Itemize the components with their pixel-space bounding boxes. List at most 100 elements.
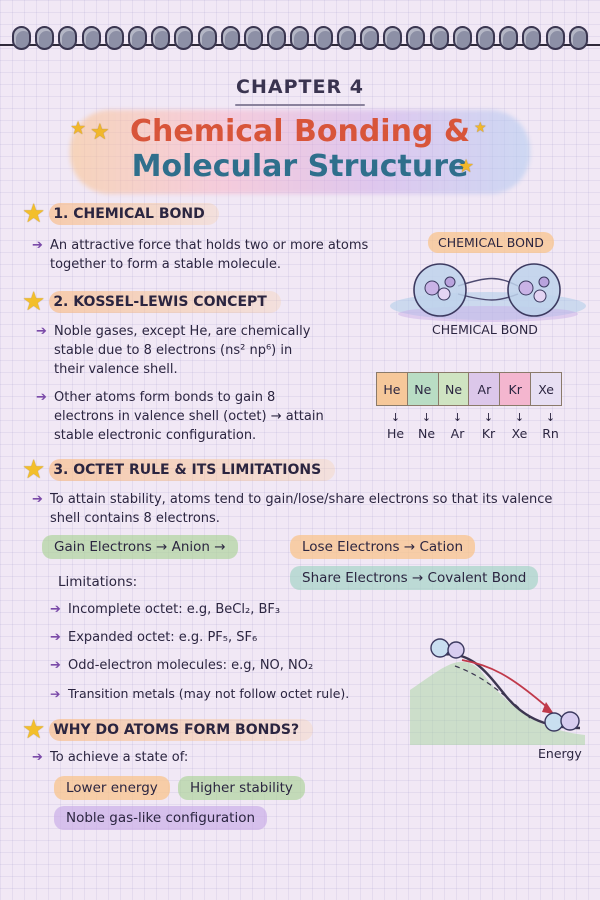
arrow-right-icon: ➔ xyxy=(32,238,43,253)
energy-curve-diagram xyxy=(410,638,585,745)
noble-gas-sequence-label: Xe xyxy=(511,426,528,441)
noble-gas-cell: Ne xyxy=(438,373,470,405)
arrow-down-icon: ↓ xyxy=(483,411,494,424)
arrow-right-icon: ➔ xyxy=(50,602,61,617)
spiral-binding xyxy=(0,0,600,58)
binding-ring xyxy=(499,26,519,50)
chapter-label: CHAPTER 4 xyxy=(236,76,364,98)
binding-ring xyxy=(104,26,124,50)
binding-ring xyxy=(476,26,496,50)
binding-ring xyxy=(151,26,171,50)
lower-energy-pill: Lower energy xyxy=(54,776,170,800)
binding-ring xyxy=(545,26,565,50)
noble-gas-sequence-label: Rn xyxy=(542,426,559,441)
section-3-bullet: ➔ To attain stability, atoms tend to gai… xyxy=(32,492,553,526)
arrow-right-icon: ➔ xyxy=(50,686,61,701)
binding-ring xyxy=(336,26,356,50)
arrow-right-icon: ➔ xyxy=(36,324,47,339)
binding-ring xyxy=(383,26,403,50)
noble-gas-cell: Ne xyxy=(407,373,439,405)
section-4-bullet: ➔ To achieve a state of: xyxy=(32,750,189,765)
binding-ring xyxy=(452,26,472,50)
chemical-bond-caption: CHEMICAL BOND xyxy=(432,322,538,337)
share-electrons-pill: Share Electrons → Covalent Bond xyxy=(290,566,539,590)
binding-ring xyxy=(12,26,31,50)
binding-ring xyxy=(360,26,380,50)
noble-gas-sequence-item: ↓ Kr xyxy=(473,410,504,442)
binding-ring xyxy=(290,26,310,50)
noble-gas-sequence-label: Ar xyxy=(450,426,465,441)
section-1-heading: ★ 1. CHEMICAL BOND xyxy=(22,199,219,229)
higher-stability-pill: Higher stability xyxy=(178,776,305,800)
noble-gas-cell: Xe xyxy=(531,373,561,405)
star-icon: ★ xyxy=(22,715,46,745)
star-icon: ★ xyxy=(90,120,110,145)
noble-gas-cell: He xyxy=(377,373,408,405)
page-title-line-2: Molecular Structure xyxy=(131,149,469,184)
page-title-line-1: Chemical Bonding & xyxy=(129,114,471,149)
noble-gas-sequence-item: ↓ He xyxy=(380,410,411,442)
binding-ring xyxy=(313,26,333,50)
limitation-item: ➔ Transition metals (may not follow octe… xyxy=(50,686,350,701)
noble-gas-sequence-item: ↓ Xe xyxy=(504,410,535,442)
noble-gas-cell: Ar xyxy=(469,373,501,405)
binding-ring xyxy=(244,26,264,50)
binding-ring xyxy=(429,26,449,50)
star-icon: ★ xyxy=(22,287,46,317)
noble-gas-cell: Kr xyxy=(500,373,532,405)
limitation-item: ➔ Incomplete octet: e.g, BeCl₂, BF₃ xyxy=(50,602,281,617)
star-icon: ★ xyxy=(22,199,46,229)
arrow-right-icon: ➔ xyxy=(50,658,61,673)
arrow-down-icon: ↓ xyxy=(514,411,525,424)
noble-gas-sequence-item: ↓ Ne xyxy=(411,410,442,442)
noble-gas-configuration-pill: Noble gas-like configuration xyxy=(54,806,268,830)
chapter-underline xyxy=(235,104,365,106)
section-2-heading: ★ 2. KOSSEL-LEWIS CONCEPT xyxy=(22,287,281,317)
binding-ring xyxy=(35,26,55,50)
limitations-label: Limitations: xyxy=(58,574,138,590)
star-icon: ★ xyxy=(474,120,487,136)
binding-ring xyxy=(568,26,588,50)
limitation-item: ➔ Expanded octet: e.g. PF₅, SF₆ xyxy=(50,630,258,645)
binding-ring xyxy=(81,26,101,50)
star-icon: ★ xyxy=(458,156,475,177)
section-3-heading: ★ 3. OCTET RULE & ITS LIMITATIONS xyxy=(22,455,336,485)
noble-gas-sequence-label: Kr xyxy=(481,426,496,441)
arrow-right-icon: ➔ xyxy=(32,492,43,507)
arrow-down-icon: ↓ xyxy=(390,411,401,424)
binding-rings xyxy=(12,26,588,50)
chemical-bond-diagram-title: CHEMICAL BOND xyxy=(428,232,554,253)
energy-label: Energy xyxy=(538,746,582,761)
binding-ring xyxy=(522,26,542,50)
arrow-right-icon: ➔ xyxy=(36,390,47,405)
noble-gas-sequence-item: ↓ Ar xyxy=(442,410,473,442)
chemical-bond-diagram xyxy=(390,263,586,322)
star-icon: ★ xyxy=(22,455,46,485)
binding-ring xyxy=(220,26,240,50)
arrow-down-icon: ↓ xyxy=(421,411,432,424)
section-2-bullet-2: ➔ Other atoms form bonds to gain 8 elect… xyxy=(36,390,324,443)
noble-gas-sequence-label: Ne xyxy=(417,426,436,441)
binding-ring xyxy=(58,26,78,50)
section-2-bullet-1: ➔ Noble gases, except He, are chemically… xyxy=(36,324,311,377)
star-icon: ★ xyxy=(70,118,87,139)
limitation-item: ➔ Odd-electron molecules: e.g, NO, NO₂ xyxy=(50,658,314,673)
section-4-heading: ★ WHY DO ATOMS FORM BONDS? xyxy=(22,715,314,745)
lose-electrons-pill: Lose Electrons → Cation xyxy=(290,535,476,559)
noble-gas-sequence-item: ↓ Rn xyxy=(535,410,566,442)
noble-gas-sequence: ↓ He ↓ Ne ↓ Ar ↓ Kr ↓ Xe ↓ Rn xyxy=(380,410,566,442)
binding-ring xyxy=(174,26,194,50)
title-highlight xyxy=(70,110,530,194)
binding-ring xyxy=(267,26,287,50)
arrow-right-icon: ➔ xyxy=(50,630,61,645)
arrow-right-icon: ➔ xyxy=(32,750,43,765)
arrow-down-icon: ↓ xyxy=(545,411,556,424)
section-1-bullet: ➔ An attractive force that holds two or … xyxy=(32,238,369,272)
binding-ring xyxy=(128,26,148,50)
noble-gas-sequence-label: He xyxy=(386,426,405,441)
binding-ring xyxy=(406,26,426,50)
arrow-down-icon: ↓ xyxy=(452,411,463,424)
binding-ring xyxy=(197,26,217,50)
